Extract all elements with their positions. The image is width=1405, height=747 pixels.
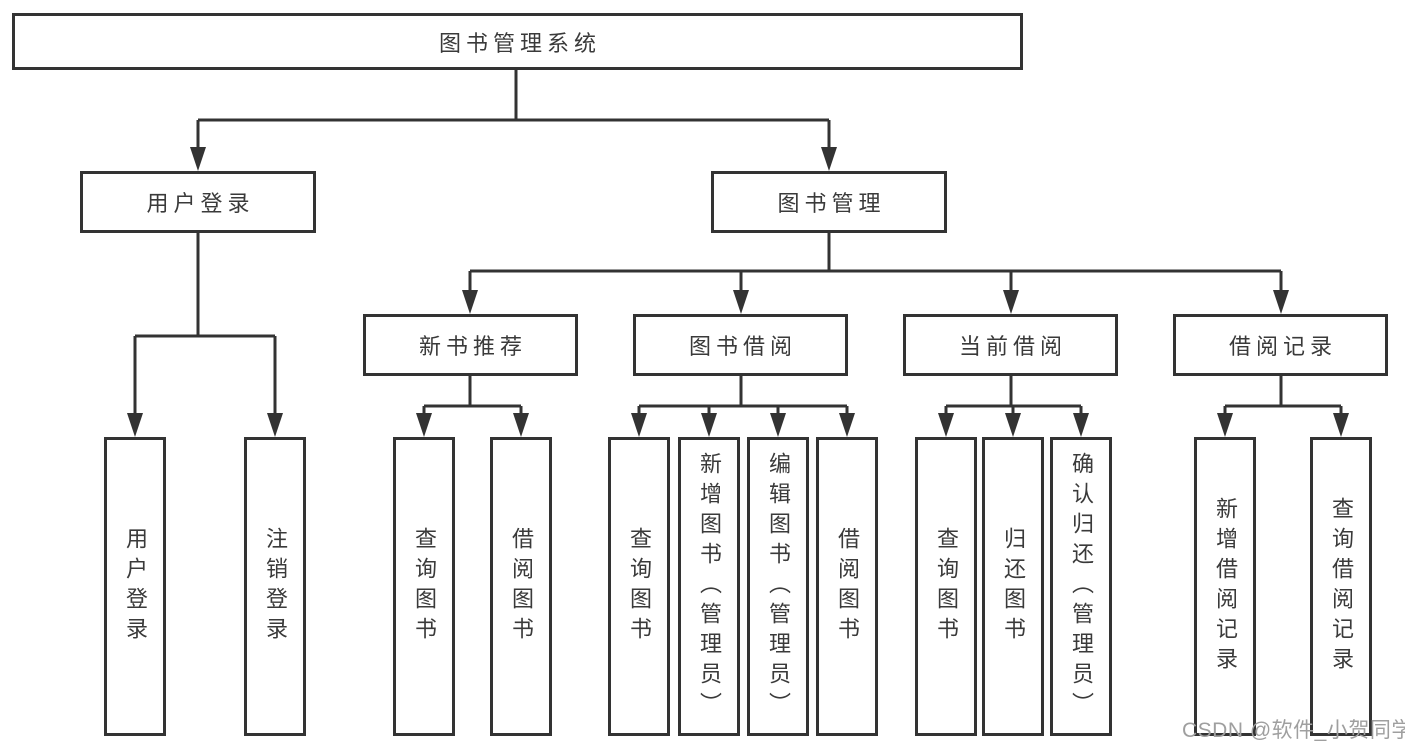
connector-current-borrowing [944,376,1083,418]
leaf-return-books: 归还图书 [982,437,1044,736]
connector-book-management [468,233,1283,295]
node-label: 编辑图书（管理员） [766,451,791,722]
leaf-query-borrow-record: 查询借阅记录 [1310,437,1372,736]
connector-user-login [133,233,277,418]
leaf-edit-books-admin: 编辑图书（管理员） [747,437,809,736]
connector-book-borrowing [637,376,849,418]
arrowhead-icon [462,290,478,314]
node-label: 查询借阅记录 [1329,496,1354,677]
node-user-login: 用户登录 [80,171,316,233]
arrowhead-icon [267,413,283,437]
node-label: 借阅记录 [1228,334,1337,359]
node-label: 注销登录 [263,526,288,647]
node-label: 查询图书 [627,526,652,647]
arrowhead-icon [1333,413,1349,437]
node-system-root: 图书管理系统 [12,13,1023,70]
arrowhead-icon [1003,290,1019,314]
arrowhead-icon [513,413,529,437]
arrowhead-icon [733,290,749,314]
leaf-add-books-admin: 新增图书（管理员） [678,437,740,736]
leaf-confirm-return-admin: 确认归还（管理员） [1050,437,1112,736]
leaf-borrow-books-borrowing: 借阅图书 [816,437,878,736]
csdn-watermark: CSDN @软件_小贺同学 [1182,719,1405,742]
connector-borrowing-records [1223,376,1343,418]
node-new-book-recommendation: 新书推荐 [363,314,578,376]
arrowhead-icon [1273,290,1289,314]
node-book-borrowing: 图书借阅 [633,314,848,376]
leaf-logout: 注销登录 [244,437,306,736]
node-label: 图书借阅 [688,334,797,359]
arrowhead-icon [127,413,143,437]
arrowhead-icon [821,147,837,171]
node-book-management: 图书管理 [711,171,947,233]
arrowhead-icon [701,413,717,437]
leaf-borrow-books-recommend: 借阅图书 [490,437,552,736]
arrowhead-icon [839,413,855,437]
connector-root [196,70,831,152]
node-current-borrowing: 当前借阅 [903,314,1118,376]
node-label: 图书管理系统 [438,30,601,56]
arrowhead-icon [416,413,432,437]
arrowhead-icon [938,413,954,437]
leaf-user-login: 用户登录 [104,437,166,736]
leaf-query-books-borrowing: 查询图书 [608,437,670,736]
node-borrowing-records: 借阅记录 [1173,314,1388,376]
node-label: 图书管理 [777,191,886,216]
leaf-query-books-recommend: 查询图书 [393,437,455,736]
arrowhead-icon [631,413,647,437]
node-label: 用户登录 [146,191,255,216]
arrowhead-icon [770,413,786,437]
node-label: 查询图书 [412,526,437,647]
node-label: 新增图书（管理员） [697,451,722,722]
node-label: 当前借阅 [958,334,1067,359]
node-label: 用户登录 [123,526,148,647]
node-label: 确认归还（管理员） [1069,451,1094,722]
node-label: 新书推荐 [418,334,527,359]
node-label: 新增借阅记录 [1213,496,1238,677]
connector-new-book [422,376,523,418]
arrowhead-icon [1005,413,1021,437]
leaf-add-borrow-record: 新增借阅记录 [1194,437,1256,736]
arrowhead-icon [190,147,206,171]
arrowhead-icon [1217,413,1233,437]
arrowhead-icon [1073,413,1089,437]
node-label: 归还图书 [1001,526,1026,647]
node-label: 查询图书 [934,526,959,647]
node-label: 借阅图书 [835,526,860,647]
leaf-query-books-current: 查询图书 [915,437,977,736]
node-label: 借阅图书 [509,526,534,647]
